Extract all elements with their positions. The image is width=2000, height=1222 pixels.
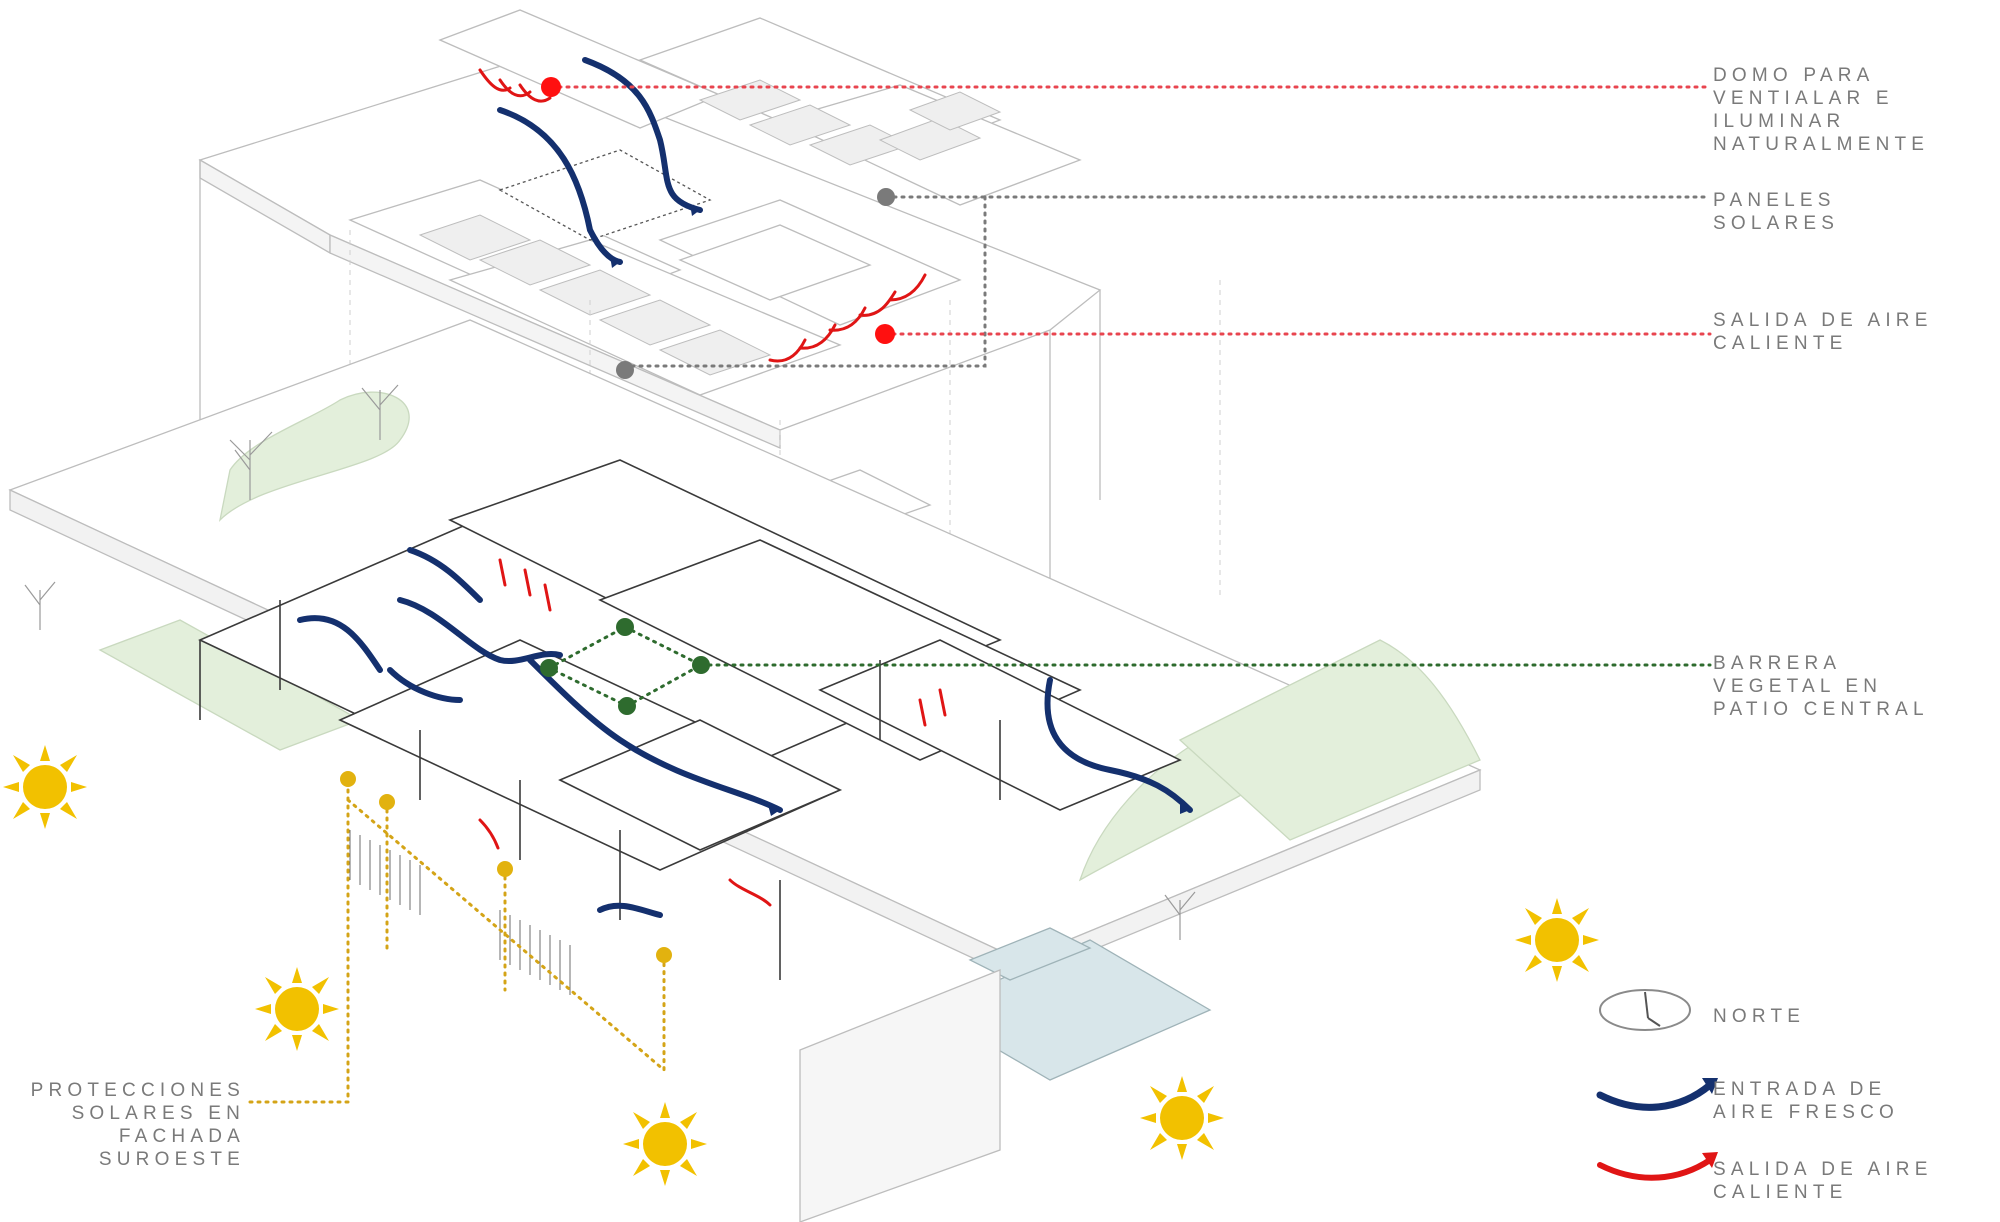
fresh-air-arrowheads xyxy=(610,204,1190,816)
callout-paneles: PANELES SOLARES xyxy=(1713,189,1839,235)
callout-line: VEGETAL EN xyxy=(1713,676,1883,697)
sun-icon xyxy=(3,745,87,829)
paneles-marker-1 xyxy=(877,188,895,206)
callout-line: SALIDA DE AIRE xyxy=(1713,310,1933,331)
proteccion-marker-1 xyxy=(340,771,356,787)
hot-air-arrows xyxy=(478,68,947,907)
fresh-air-arrows xyxy=(297,57,1193,918)
solar-panels xyxy=(418,79,1002,376)
callout-line: CALIENTE xyxy=(1713,333,1848,354)
domo-marker xyxy=(541,77,561,97)
callout-domo: DOMO PARA VENTIALAR E ILUMINAR NATURALME… xyxy=(1713,64,1929,156)
sun-icon xyxy=(255,967,339,1051)
callout-line: SOLARES EN xyxy=(71,1103,245,1124)
barrera-marker-4 xyxy=(540,659,558,677)
callout-salida-aire: SALIDA DE AIRE CALIENTE xyxy=(1713,309,1933,355)
callout-line: SOLARES xyxy=(1713,213,1840,234)
callout-nodes xyxy=(340,77,895,963)
callout-line: FACHADA xyxy=(118,1126,245,1147)
barrera-marker-3 xyxy=(618,697,636,715)
callout-line: SUROESTE xyxy=(98,1149,245,1170)
legend-label: SALIDA DE AIRE xyxy=(1713,1159,1933,1180)
legend-salida: SALIDA DE AIRE CALIENTE xyxy=(1713,1158,1933,1204)
sun-icon xyxy=(1140,1076,1224,1160)
salida-aire-marker xyxy=(875,324,895,344)
legend-label: NORTE xyxy=(1713,1006,1806,1027)
proteccion-marker-3 xyxy=(497,861,513,877)
paneles-marker-2 xyxy=(616,361,634,379)
callout-line: PROTECCIONES xyxy=(30,1080,245,1101)
callout-barrera: BARRERA VEGETAL EN PATIO CENTRAL xyxy=(1713,652,1929,721)
hot-air-arrow-icon xyxy=(1597,1157,1713,1181)
barrera-marker-1 xyxy=(616,618,634,636)
trees xyxy=(24,384,1196,940)
legend-entrada: ENTRADA DE AIRE FRESCO xyxy=(1713,1078,1899,1124)
legend-label: AIRE FRESCO xyxy=(1713,1102,1899,1123)
sun-icon xyxy=(623,1102,707,1186)
callout-line: BARRERA xyxy=(1713,653,1842,674)
callout-line: DOMO PARA xyxy=(1713,65,1875,86)
proteccion-marker-4 xyxy=(656,947,672,963)
callout-protecciones: PROTECCIONES SOLARES EN FACHADA SUROESTE xyxy=(20,1079,245,1171)
legend-label: ENTRADA DE xyxy=(1713,1079,1887,1100)
sun-icon xyxy=(1515,898,1599,982)
callout-line: PANELES xyxy=(1713,190,1836,211)
callout-line: VENTIALAR E xyxy=(1713,88,1894,109)
barrera-marker-2 xyxy=(692,656,710,674)
legend-label: CALIENTE xyxy=(1713,1182,1848,1203)
callout-line: PATIO CENTRAL xyxy=(1713,699,1929,720)
solar-louvres xyxy=(349,830,571,995)
callout-line: NATURALMENTE xyxy=(1713,134,1930,155)
callout-line: ILUMINAR xyxy=(1713,111,1846,132)
proteccion-marker-2 xyxy=(379,794,395,810)
fresh-air-arrow-icon xyxy=(1596,1081,1714,1111)
north-compass-icon xyxy=(1599,989,1691,1031)
legend-norte: NORTE xyxy=(1713,1005,1805,1028)
